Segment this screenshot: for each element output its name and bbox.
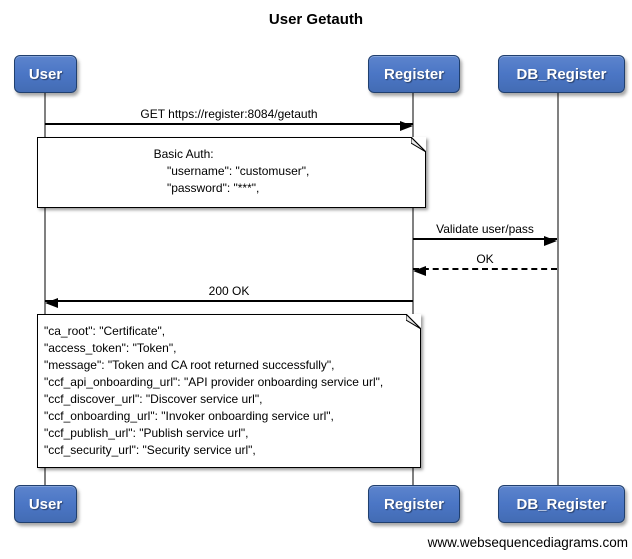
lifeline-user [44, 90, 46, 487]
message-label: Validate user/pass [436, 222, 534, 236]
message-label: OK [476, 252, 494, 266]
actor-register-bottom: Register [368, 485, 460, 523]
lifeline-db-register [557, 90, 559, 487]
arrowhead-left-icon [45, 298, 58, 308]
msg-ok: OK [413, 252, 557, 276]
message-line [45, 298, 413, 308]
actor-user-top: User [14, 55, 77, 93]
actor-label: DB_Register [516, 495, 607, 513]
msg-get-getauth: GET https://register:8084/getauth [45, 107, 413, 131]
actor-db-register-bottom: DB_Register [498, 485, 625, 523]
actor-register-top: Register [368, 55, 460, 93]
watermark: www.websequencediagrams.com [427, 535, 628, 550]
msg-validate-user-pass: Validate user/pass [413, 222, 557, 246]
message-label: 200 OK [208, 284, 250, 298]
note-text: Basic Auth: "username": "customuser", "p… [153, 147, 310, 195]
diagram-title: User Getauth [268, 11, 364, 28]
actor-label: Register [383, 495, 445, 513]
actor-label: User [28, 65, 63, 83]
arrowhead-right-icon [400, 121, 413, 131]
actor-label: DB_Register [516, 65, 607, 83]
lifeline-register [412, 90, 414, 487]
folded-corner-icon [405, 312, 422, 330]
note-basic-auth: Basic Auth: "username": "customuser", "p… [37, 135, 427, 208]
arrowhead-left-icon [413, 266, 426, 276]
note-text: "ca_root": "Certificate", "access_token"… [44, 324, 384, 457]
actor-label: User [28, 495, 63, 513]
actor-user-bottom: User [14, 485, 77, 523]
message-line [413, 236, 557, 246]
message-line [45, 121, 413, 131]
message-line [413, 266, 557, 276]
actor-db-register-top: DB_Register [498, 55, 625, 93]
message-label: GET https://register:8084/getauth [140, 107, 318, 121]
msg-200-ok: 200 OK [45, 284, 413, 308]
note-token-response: "ca_root": "Certificate", "access_token"… [37, 312, 422, 468]
folded-corner-icon [410, 135, 427, 153]
actor-label: Register [383, 65, 445, 83]
arrowhead-right-icon [544, 236, 557, 246]
